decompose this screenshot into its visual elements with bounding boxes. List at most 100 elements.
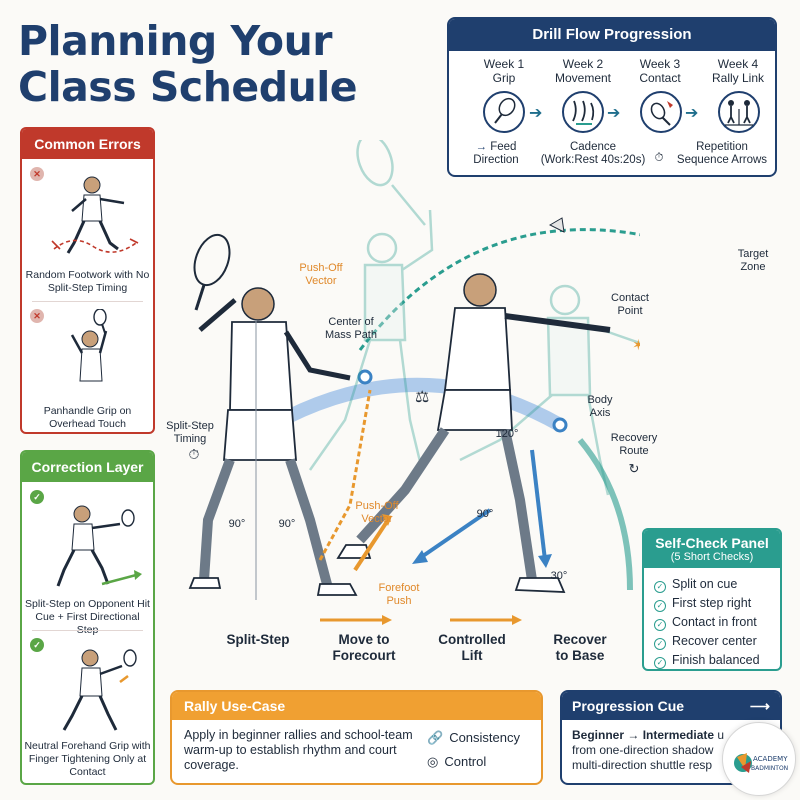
check-icon: ✓ [654,581,666,593]
phase-controlled-lift: Controlled Lift [438,632,506,663]
phase-split-step: Split-Step [226,632,290,647]
recovery-route-arrow [577,438,633,591]
forefoot-push-arrow [353,518,390,572]
svg-text:BADMINTON: BADMINTON [751,765,788,772]
refresh-icon: ↻ [628,461,640,476]
drill-flow-header: Drill Flow Progression [449,19,775,51]
week-3: Week 3 Contact [639,57,681,85]
feed-arrow-icon: → [475,141,488,153]
balance-icon: ⚖ [415,387,429,406]
tag-consistency: 🔗Consistency [427,730,520,745]
self-check-panel: Self-Check Panel (5 Short Checks) ✓Split… [642,528,782,671]
center-of-mass-path [248,377,567,442]
common-errors-panel: Common Errors ✕ Random Footwork with No … [20,127,155,434]
contact-shuttle-icon [640,91,682,133]
footwork-icon [562,91,604,133]
push-off-vector-arrow [318,389,372,561]
player-controlled-lift [336,273,611,593]
legend-feed-direction: → Feed Direction [473,141,519,166]
label-center-of-mass: Center of Mass Path [325,316,377,341]
rally-use-case-text: Apply in beginner rallies and school-tea… [184,728,413,772]
label-recovery-route: Recovery Route [610,432,658,457]
x-icon: ✕ [30,167,44,181]
self-check-item: ✓First step right [654,595,751,612]
error-caption-2: Panhandle Grip on Overhead Touch [43,405,132,430]
correction-layer-header: Correction Layer [22,452,153,482]
week-1: Week 1 Grip [483,57,525,85]
legend-cadence: Cadence (Work:Rest 40s:20s) [540,141,646,166]
self-check-item: ✓Finish balanced [654,652,760,669]
phase-recover-to-base: Recover to Base [553,632,607,663]
link-icon: 🔗 [427,730,444,745]
x-icon: ✕ [30,309,44,323]
ghost-player-recovery [459,284,640,496]
week-2: Week 2 Movement [554,57,612,85]
label-target-zone: Target Zone [737,248,769,273]
error-caption-1: Random Footwork with No Split-Step Timin… [25,269,150,294]
common-errors-header: Common Errors [22,129,153,159]
rally-use-case-header: Rally Use-Case [172,692,541,720]
target-icon: ◎ [427,754,439,769]
label-contact-point: Contact Point [611,292,649,317]
label-push-off-vector-top: Push-Off Vector [299,262,343,287]
academy-logo: ACADEMY BADMINTON [722,722,796,796]
impact-icon: ✶ [632,336,640,354]
check-icon: ✓ [654,638,666,650]
label-push-off-vector-mid: Push-Off Vector [355,500,399,525]
com-marker [552,417,568,433]
com-marker [357,369,373,385]
legend-repetition: Repetition Sequence Arrows [676,141,768,166]
arrow-right-icon: ⟶ [749,698,770,714]
stopwatch-icon: ⏱ [654,152,664,164]
tag-control: ◎Control [427,754,487,769]
rally-use-case-panel: Rally Use-Case Apply in beginner rallies… [170,690,543,785]
angle-label: 90° [228,518,246,530]
stopwatch-icon: ⏱ [188,446,200,462]
error-grip-figure [70,309,108,382]
week-4: Week 4 Rally Link [711,57,765,85]
correction-caption-2: Neutral Forehand Grip with Finger Tighte… [24,740,151,778]
shuttle-icon [548,217,565,233]
return-arrow [418,508,492,560]
self-check-item: ✓Recover center [654,633,757,650]
label-forefoot-push: Forefoot Push [378,582,420,607]
correction-splitstep-figure [56,505,142,587]
angle-label: 90° [476,508,494,520]
check-icon: ✓ [654,619,666,631]
check-icon: ✓ [30,638,44,652]
angle-label: 90° [278,518,296,530]
check-icon: ✓ [654,600,666,612]
self-check-item: ✓Contact in front [654,614,757,631]
arrow-icon: ➔ [607,105,621,122]
player-split-step [188,233,358,600]
self-check-item: ✓Split on cue [654,576,737,593]
correction-caption-1: Split-Step on Opponent Hit Cue + First D… [25,598,150,636]
check-icon: ✓ [654,657,666,669]
progression-cue-header: Progression Cue ⟶ [562,692,780,720]
ghost-player-pushoff [308,140,434,471]
progression-cue-text: Beginner → Intermediate u from one-direc… [572,728,725,772]
lift-vector-arrow [530,449,547,561]
divider [32,630,143,631]
rally-players-icon [718,91,760,133]
angle-label: 30° [550,570,568,582]
phase-move-to-forecourt: Move to Forecourt [332,632,396,663]
check-icon: ✓ [30,490,44,504]
label-body-axis: Body Axis [587,394,613,419]
movement-sequence-illustration: ⚖ [188,140,640,625]
svg-text:ACADEMY: ACADEMY [753,755,788,763]
angle-label: 120° [495,428,519,440]
divider [32,301,143,302]
error-footwork-figure [51,176,139,254]
self-check-header: Self-Check Panel (5 Short Checks) [644,530,780,568]
correction-grip-figure [62,649,137,731]
academy-logo-mark: ACADEMY BADMINTON [734,753,788,773]
grip-racket-icon [483,91,525,133]
arrow-icon: ➔ [529,105,543,122]
shuttle-trajectory [358,228,640,351]
correction-layer-panel: Correction Layer ✓ Split-Step on Opponen… [20,450,155,785]
page-title: Planning Your Class Schedule [18,17,358,111]
label-split-step-timing: Split-Step Timing [166,420,214,445]
arrow-icon: ➔ [685,105,699,122]
drill-flow-panel: Drill Flow Progression Week 1 Grip Week … [447,17,777,177]
